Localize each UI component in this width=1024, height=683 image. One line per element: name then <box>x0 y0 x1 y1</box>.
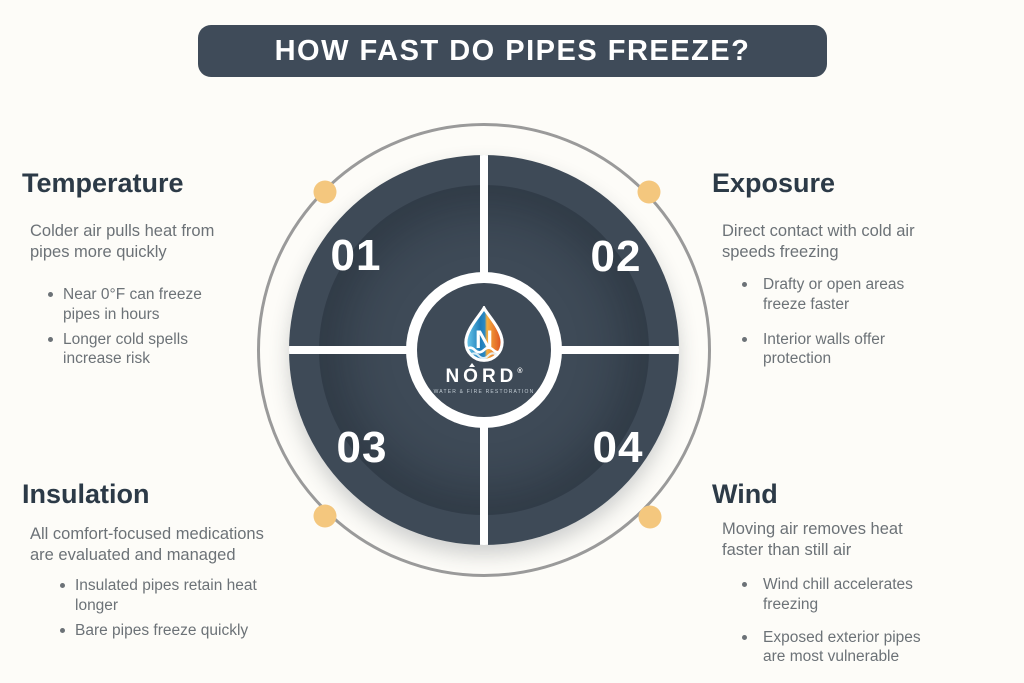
logo-o-flame-mark <box>469 362 476 367</box>
bullet-dot <box>742 634 747 640</box>
bullet-item: Interior walls offer protection <box>742 330 1007 369</box>
registered-mark: ® <box>517 367 523 375</box>
bullet-dot <box>48 292 53 298</box>
bullet-list-temperature: Near 0°F can freeze pipes in hours Longe… <box>48 285 292 369</box>
bullet-text: Wind chill accelerates freezing <box>763 576 913 613</box>
section-insulation: Insulation All comfort-focused medicatio… <box>22 479 327 640</box>
logo-name: NORD <box>445 365 518 387</box>
bullet-text: Longer cold spells increase risk <box>63 330 188 368</box>
quadrant-number-2: 02 <box>590 232 642 281</box>
section-subtitle-exposure: Direct contact with cold air speeds free… <box>722 222 915 262</box>
page-title: HOW FAST DO PIPES FREEZE? <box>274 34 751 67</box>
bullet-text: Interior walls offer protection <box>763 330 886 368</box>
bullet-item: Insulated pipes retain heat longer <box>60 576 327 615</box>
bullet-text: Exposed exterior pipes are most vulnerab… <box>763 628 921 666</box>
ring-dot-bottom-left <box>313 504 337 528</box>
section-wind: Wind Moving air removes heat faster than… <box>712 479 1007 667</box>
bullet-text: Insulated pipes retain heat longer <box>75 577 257 614</box>
bullet-dot <box>742 336 747 342</box>
section-subtitle-temperature: Colder air pulls heat from pipes more qu… <box>30 222 215 262</box>
quadrant-number-4: 04 <box>592 423 644 472</box>
bullet-item: Exposed exterior pipes are most vulnerab… <box>742 628 1007 667</box>
bullet-text: Near 0°F can freeze pipes in hours <box>63 286 202 323</box>
quadrant-number-1: 01 <box>330 231 382 280</box>
bullet-list-insulation: Insulated pipes retain heat longer Bare … <box>60 576 327 640</box>
section-exposure: Exposure Direct contact with cold air sp… <box>712 168 1007 369</box>
bullet-item: Near 0°F can freeze pipes in hours <box>48 285 292 324</box>
section-subtitle-insulation: All comfort-focused medications are eval… <box>30 525 264 565</box>
bullet-dot <box>742 282 747 288</box>
bullet-list-exposure: Drafty or open areas freeze faster Inter… <box>742 275 1007 369</box>
bullet-list-wind: Wind chill accelerates freezing Exposed … <box>742 575 1007 667</box>
bullet-dot <box>60 583 65 589</box>
section-title-exposure: Exposure <box>712 168 836 198</box>
bullet-text: Bare pipes freeze quickly <box>75 621 249 639</box>
logo-tagline: WATER & FIRE RESTORATION <box>433 388 535 395</box>
logo-wordmark: NORD® <box>445 362 523 387</box>
section-title-wind: Wind <box>712 479 778 509</box>
bullet-item: Drafty or open areas freeze faster <box>742 275 1007 314</box>
bullet-item: Bare pipes freeze quickly <box>60 621 327 641</box>
quadrant-number-3: 03 <box>336 423 388 472</box>
bullet-dot <box>742 582 747 588</box>
ring-dot-bottom-right <box>638 505 662 529</box>
ring-dot-top-right <box>637 180 661 204</box>
quadrant-wheel: 01 02 03 04 N <box>289 155 679 545</box>
bullet-dot <box>48 336 53 342</box>
water-fire-droplet-icon: N <box>464 305 504 362</box>
section-subtitle-wind: Moving air removes heat faster than stil… <box>722 520 903 560</box>
outer-ring <box>257 123 711 577</box>
title-banner: HOW FAST DO PIPES FREEZE? <box>198 25 827 77</box>
center-hub: N NORD® WATER & FIRE RESTORATION <box>417 283 551 417</box>
bullet-item: Longer cold spells increase risk <box>48 330 292 369</box>
section-temperature: Temperature Colder air pulls heat from p… <box>22 168 292 369</box>
section-title-temperature: Temperature <box>22 168 184 198</box>
bullet-item: Wind chill accelerates freezing <box>742 575 1007 614</box>
section-title-insulation: Insulation <box>22 479 150 509</box>
bullet-dot <box>60 627 65 633</box>
ring-dot-top-left <box>313 180 337 204</box>
bullet-text: Drafty or open areas freeze faster <box>763 276 905 313</box>
